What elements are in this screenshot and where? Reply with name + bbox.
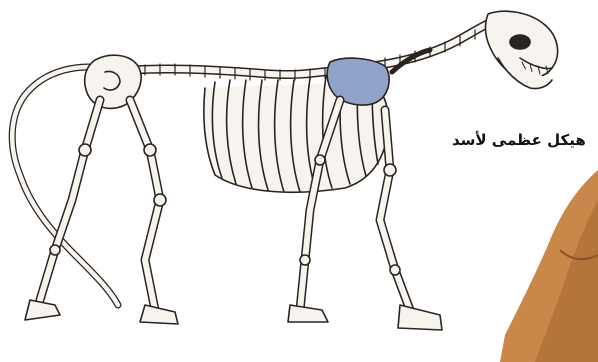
rock-background xyxy=(500,170,598,362)
skull xyxy=(486,11,558,88)
skeleton xyxy=(12,11,557,330)
caption-lion-skeleton: هيكل عظمى لأسد xyxy=(452,131,598,149)
hind-legs xyxy=(25,100,178,324)
